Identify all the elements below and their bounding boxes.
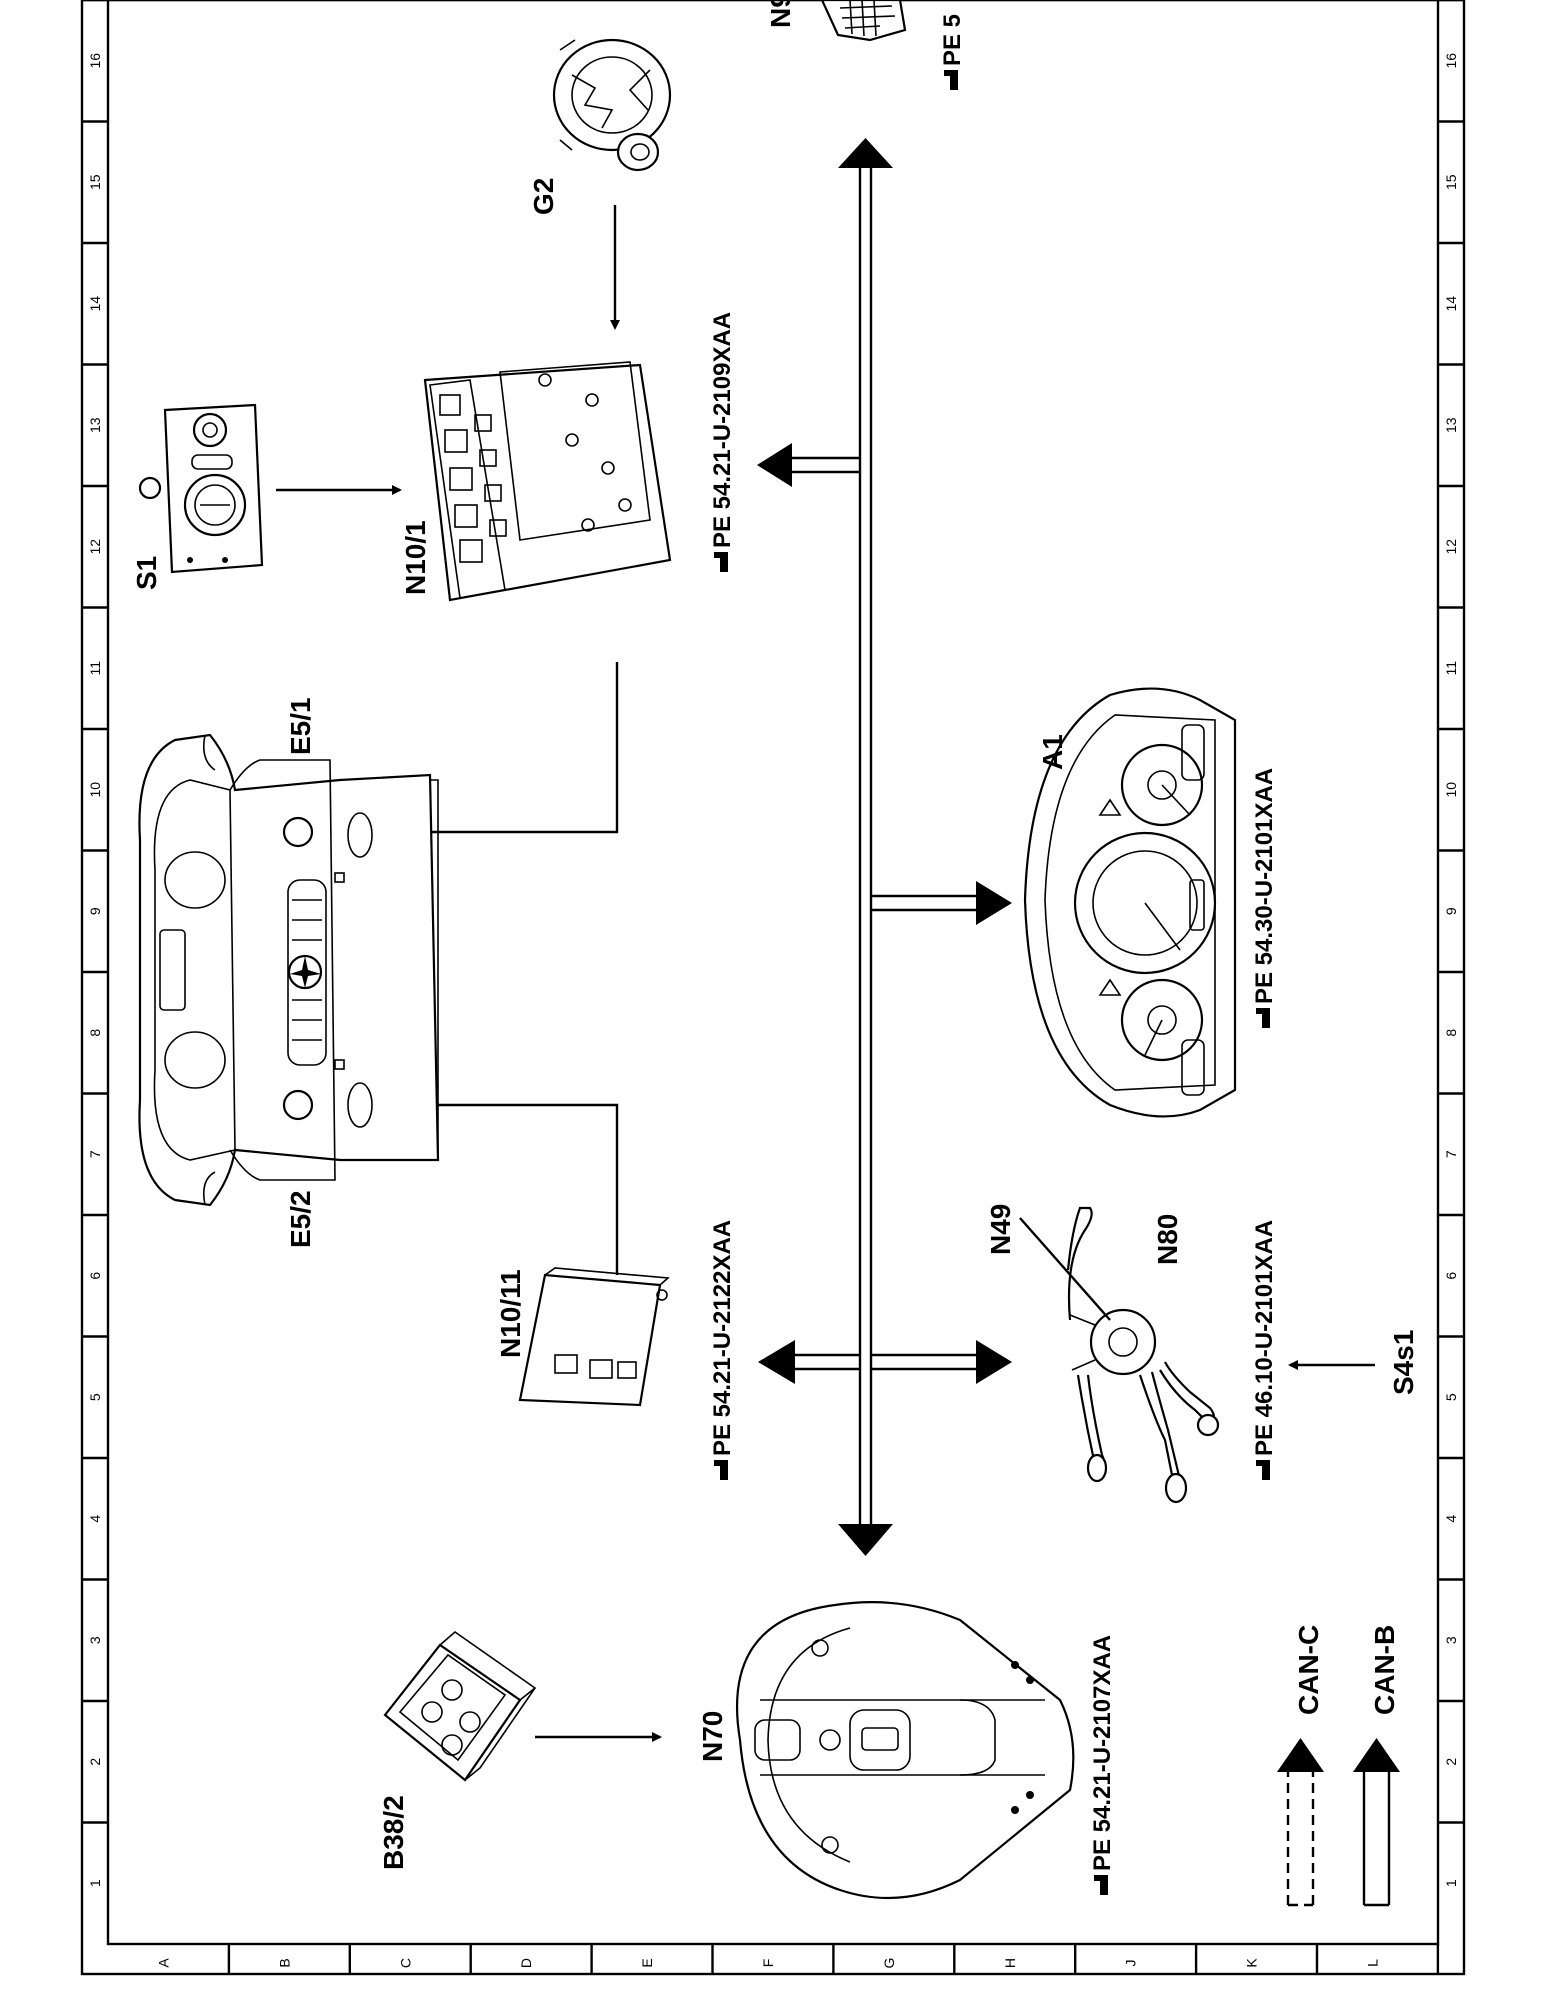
ref-n70: PE 54.21-U-2107XAA (1089, 1635, 1116, 1871)
ref-n10-11: PE 54.21-U-2122XAA (709, 1220, 736, 1456)
grid-number-right: 3 (1443, 1636, 1459, 1644)
label-n80: N80 (1152, 1214, 1183, 1265)
hand-icon (714, 1460, 728, 1480)
vehicle-front-drawing (138, 733, 440, 1207)
ref-n80: PE 46.10-U-2101XAA (1251, 1220, 1278, 1456)
grid-number-left: 5 (87, 1393, 103, 1401)
grid-letter: C (397, 1958, 413, 1968)
grid-number-left: 7 (87, 1150, 103, 1158)
grid-number-left: 3 (87, 1636, 103, 1644)
grid-number-left: 1 (87, 1879, 103, 1887)
grid-number-right: 13 (1443, 417, 1459, 433)
legend-can-c: CAN-C (1277, 1625, 1324, 1907)
hand-icon (944, 70, 958, 90)
grid-number-left: 8 (87, 1029, 103, 1037)
grid-number-right: 5 (1443, 1393, 1459, 1401)
sensor-b38-2-drawing (383, 1630, 537, 1782)
instrument-cluster-drawing (1023, 687, 1237, 1118)
label-g2: G2 (528, 178, 559, 215)
grid-number-right: 7 (1443, 1150, 1459, 1158)
hand-icon (1256, 1008, 1270, 1028)
grid-number-right: 16 (1443, 53, 1459, 69)
label-a1: A1 (1037, 734, 1068, 770)
bus-arrow-n70 (838, 1524, 893, 1556)
grid-number-right: 8 (1443, 1029, 1459, 1037)
label-n9: N9 (765, 0, 796, 28)
label-s1: S1 (131, 556, 162, 590)
leader-n49 (1019, 1217, 1111, 1321)
grid-letter: F (760, 1959, 776, 1968)
grid-number-left: 14 (87, 296, 103, 312)
grid-letter: B (276, 1958, 292, 1967)
grid-letter: H (1002, 1958, 1018, 1968)
label-b38-2: B38/2 (378, 1795, 409, 1870)
grid-number-left: 12 (87, 539, 103, 555)
grid-number-left: 6 (87, 1272, 103, 1280)
bus-arrow-n80 (976, 1340, 1012, 1384)
bus-arrow-n10-1 (757, 443, 792, 487)
grid-number-right: 15 (1443, 174, 1459, 190)
grid-number-right: 6 (1443, 1272, 1459, 1280)
grid-number-right: 2 (1443, 1758, 1459, 1766)
hand-icon (1094, 1875, 1108, 1895)
label-n10-1: N10/1 (400, 520, 431, 595)
grid-letter: L (1364, 1959, 1380, 1967)
ref-n10-1: PE 54.21-U-2109XAA (709, 312, 736, 548)
grid-letter: J (1123, 1960, 1139, 1967)
ref-a1: PE 54.30-U-2101XAA (1251, 768, 1278, 1004)
grid-letter: G (881, 1958, 897, 1969)
label-n10-11: N10/11 (495, 1269, 526, 1358)
n9-module-drawing (820, 0, 907, 42)
grid-letter: E (639, 1958, 655, 1967)
legend-can-b: CAN-B (1353, 1625, 1400, 1907)
grid-number-right: 1 (1443, 1879, 1459, 1887)
label-s4s1: S4s1 (1388, 1330, 1419, 1395)
grid-number-right: 10 (1443, 782, 1459, 798)
label-e5-2: E5/2 (285, 1190, 316, 1248)
sam-module-n10-1-drawing (423, 361, 672, 602)
grid-number-right: 9 (1443, 907, 1459, 915)
legend-label-can-b: CAN-B (1369, 1625, 1400, 1715)
label-n70: N70 (697, 1711, 728, 1762)
can-bus-lines (757, 138, 1012, 1556)
grid-number-left: 4 (87, 1515, 103, 1523)
bus-arrow-a1 (976, 881, 1012, 925)
grid-number-left: 11 (87, 661, 103, 676)
label-n49: N49 (985, 1204, 1016, 1255)
bus-arrow-n9 (838, 138, 893, 168)
overhead-control-panel-drawing (735, 1601, 1075, 1900)
grid-number-right: 12 (1443, 539, 1459, 555)
grid-number-left: 15 (87, 174, 103, 190)
alternator-drawing (552, 38, 672, 172)
grid-number-right: 11 (1443, 661, 1459, 676)
grid-letter: D (518, 1958, 534, 1968)
legend: CAN-C CAN-B (1277, 1625, 1400, 1907)
grid-number-right: 14 (1443, 296, 1459, 312)
hand-icon (714, 552, 728, 572)
grid-number-left: 2 (87, 1758, 103, 1766)
steering-column-module-drawing (1019, 1206, 1220, 1504)
reference-hand-icons (714, 70, 1270, 1895)
grid-letter: K (1244, 1958, 1260, 1968)
ref-n9: PE 5 (939, 14, 966, 66)
grid-number-right: 4 (1443, 1515, 1459, 1523)
grid-number-left: 16 (87, 53, 103, 69)
grid-number-left: 9 (87, 907, 103, 915)
legend-label-can-c: CAN-C (1293, 1625, 1324, 1715)
grid-number-left: 13 (87, 417, 103, 433)
label-e5-1: E5/1 (285, 697, 316, 755)
grid-number-left: 10 (87, 782, 103, 798)
module-n10-11-drawing (518, 1267, 670, 1407)
bus-arrow-n10-11 (758, 1340, 795, 1384)
grid-letter: A (155, 1958, 171, 1968)
light-switch-drawing (138, 403, 264, 574)
hand-icon (1256, 1460, 1270, 1480)
